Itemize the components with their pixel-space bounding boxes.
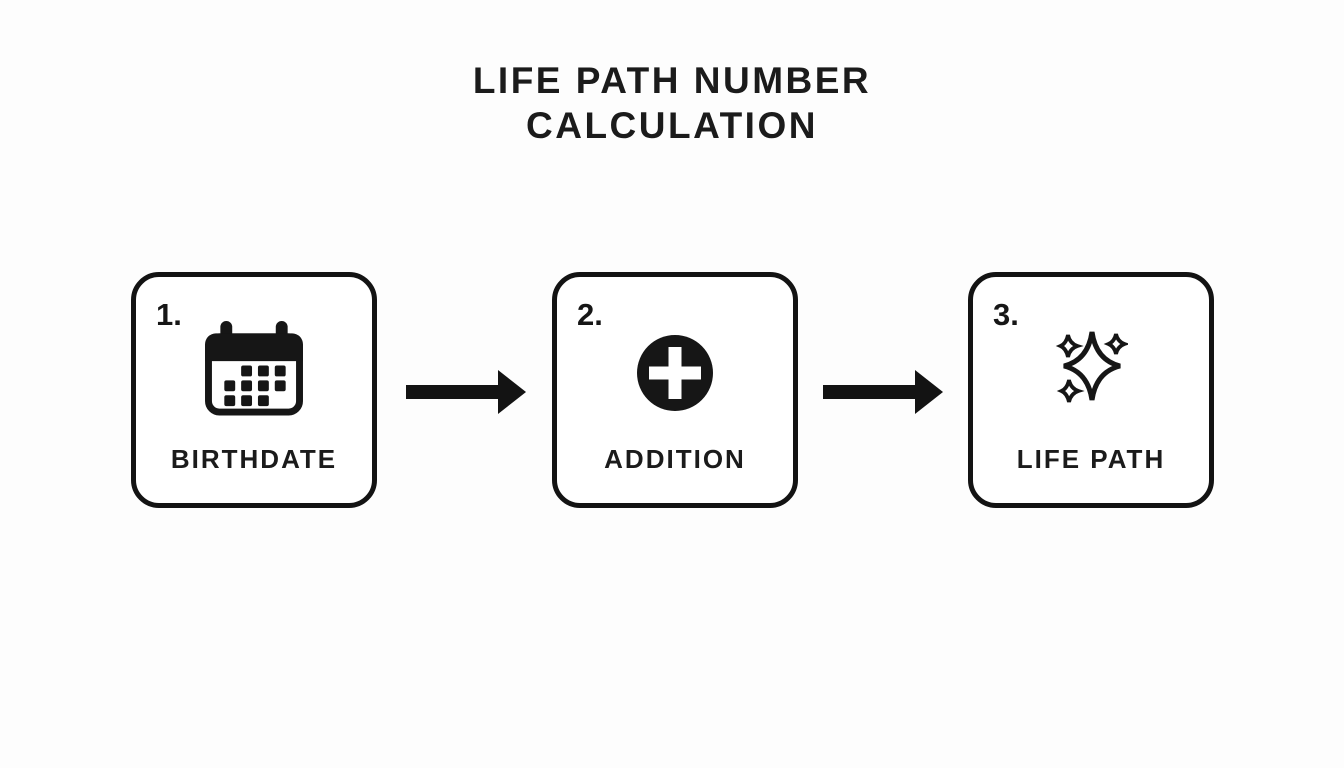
step-box-birthdate: 1. BIRTH <box>131 272 377 508</box>
step-label-life-path: LIFE PATH <box>1016 444 1166 474</box>
title-line-1: LIFE PATH NUMBER <box>472 60 872 101</box>
arrow-right-icon <box>823 370 943 414</box>
title-line-2: CALCULATION <box>526 105 818 146</box>
step-box-addition: 2. ADDITION <box>552 272 798 508</box>
plus-circle-icon <box>636 334 714 417</box>
step-box-life-path: 3. LIFE PATH <box>968 272 1214 508</box>
step-number-3: 3. <box>993 297 1019 332</box>
arrow-right-icon <box>406 370 526 414</box>
step-label-addition: ADDITION <box>604 444 746 474</box>
step-number-1: 1. <box>156 297 182 332</box>
page-title: LIFE PATH NUMBER CALCULATION <box>0 58 1344 148</box>
sparkles-icon <box>1054 327 1131 410</box>
calendar-icon <box>203 321 306 421</box>
step-number-2: 2. <box>577 297 603 332</box>
step-label-birthdate: BIRTHDATE <box>170 444 338 474</box>
